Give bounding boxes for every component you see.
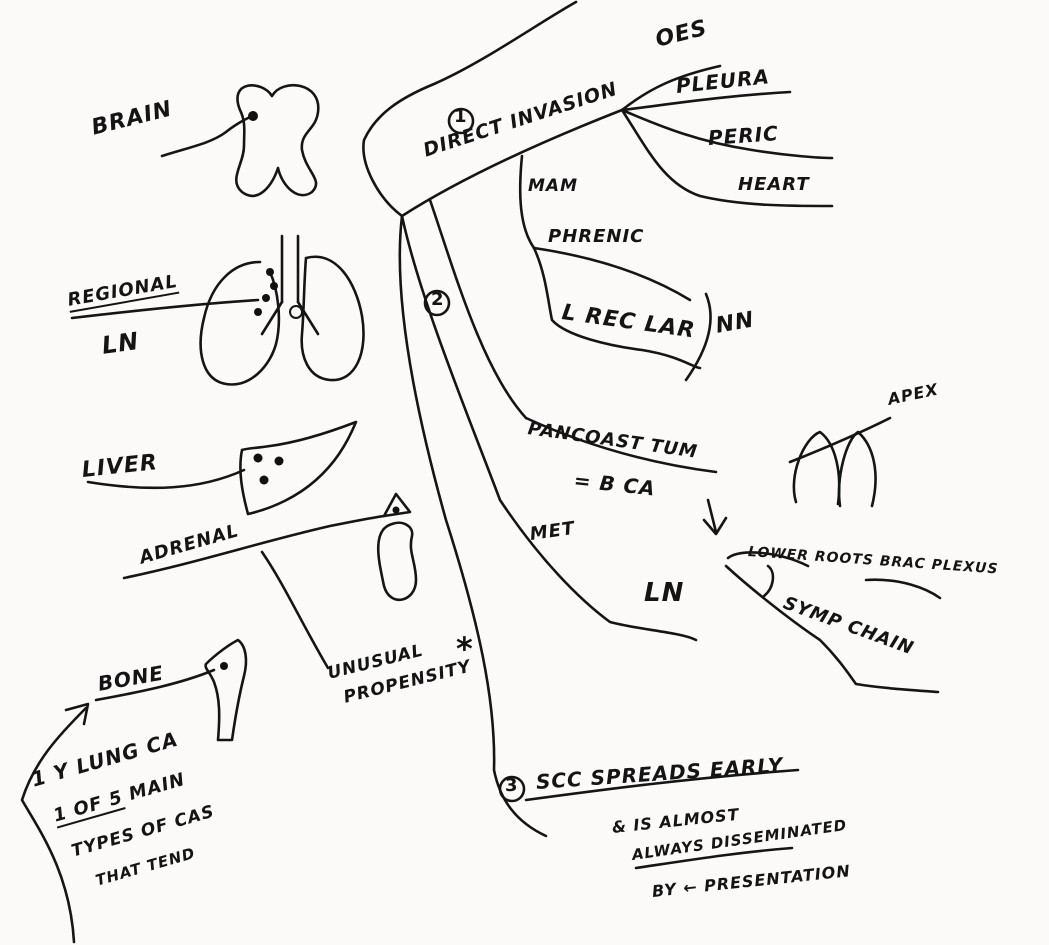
liver-lesion xyxy=(275,457,284,466)
mam-label: MAM xyxy=(528,176,578,196)
liver-lesion xyxy=(254,454,263,463)
lymph-node xyxy=(262,294,270,302)
brain-drawing xyxy=(162,85,318,196)
regional-ln-label-line2: LN xyxy=(100,327,141,360)
route-3-number: 3 xyxy=(505,775,519,796)
asterisk-mark: * xyxy=(456,630,474,668)
adrenal-lesion xyxy=(393,507,400,514)
target-peric: PERIC xyxy=(707,121,779,150)
kidney-adrenal-drawing xyxy=(124,494,416,668)
lymph-node xyxy=(266,268,274,276)
lymph-node xyxy=(270,282,278,290)
bone-lesion xyxy=(220,662,228,670)
nerve-phrenic: PHRENIC xyxy=(548,226,644,247)
lungs-drawing xyxy=(72,236,364,384)
route-2-number: 2 xyxy=(431,289,445,310)
route-2-branches xyxy=(400,200,940,836)
liver-lesion xyxy=(260,476,269,485)
met-target-ln: LN xyxy=(644,578,684,608)
lymph-node xyxy=(290,306,302,318)
route-1-number: 1 xyxy=(454,106,468,127)
target-heart: HEART xyxy=(738,174,810,195)
apex-lungs-drawing xyxy=(790,418,890,506)
lymph-node xyxy=(254,308,262,316)
